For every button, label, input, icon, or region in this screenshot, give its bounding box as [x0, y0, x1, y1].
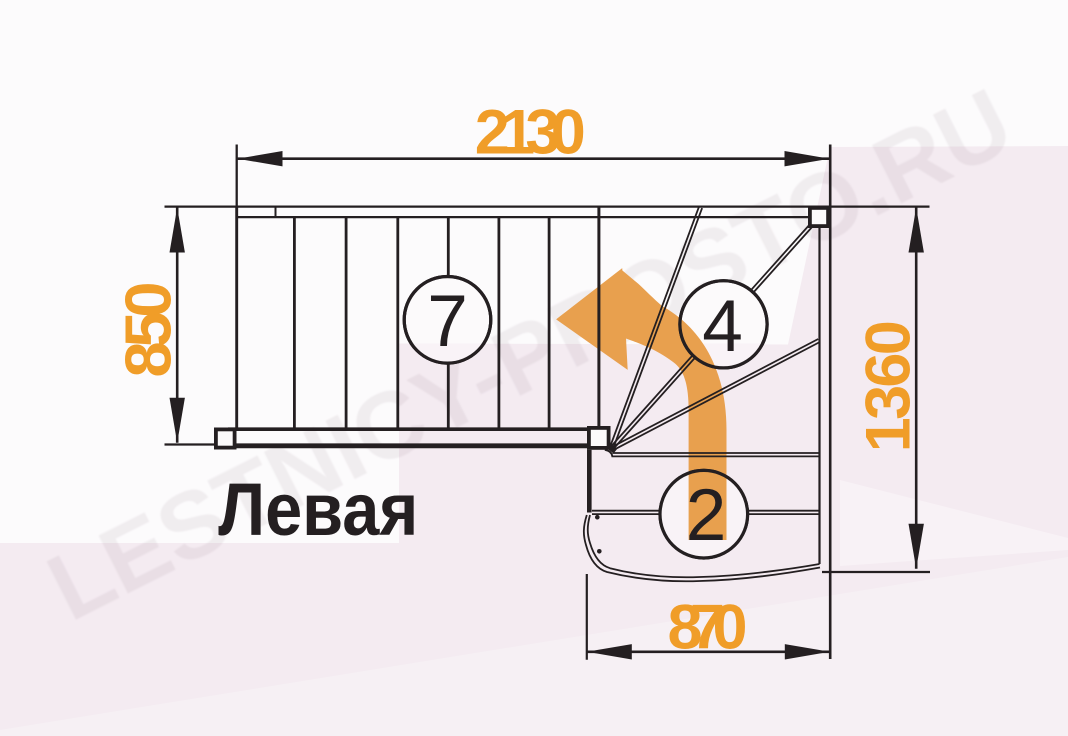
svg-text:7: 7: [427, 281, 468, 362]
svg-text:2: 2: [686, 475, 727, 556]
svg-text:2130: 2130: [475, 98, 586, 168]
svg-text:870: 870: [668, 592, 748, 662]
svg-text:Левая: Левая: [218, 468, 418, 551]
svg-text:850: 850: [112, 282, 185, 378]
svg-text:4: 4: [702, 286, 743, 367]
svg-text:1360: 1360: [854, 320, 924, 452]
